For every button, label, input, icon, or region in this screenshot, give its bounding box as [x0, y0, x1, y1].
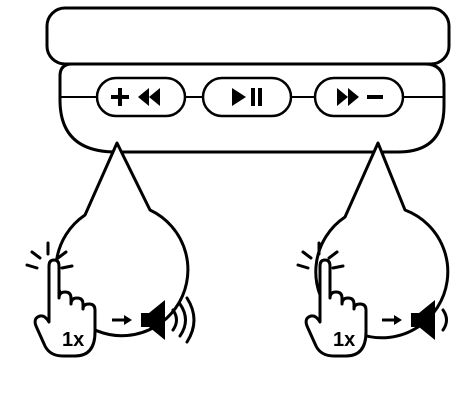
left-callout-bubble	[54, 141, 190, 338]
right-callout-bubble	[314, 141, 450, 340]
right-callout	[314, 141, 450, 340]
right-tap-count: 1x	[333, 329, 355, 351]
volume-up-previous-icon	[111, 88, 160, 106]
left-single-tap-hand-icon: 1x	[25, 241, 97, 358]
right-single-tap-hand-icon: 1x	[296, 241, 368, 358]
volume-increase-icon	[141, 296, 196, 344]
volume-up-previous-button[interactable]	[95, 76, 187, 118]
next-volume-down-button[interactable]	[313, 76, 405, 118]
headband-top	[45, 6, 451, 66]
left-arrow-icon	[112, 315, 132, 325]
play-pause-icon	[232, 88, 262, 106]
right-arrow-icon	[382, 315, 402, 325]
play-pause-button[interactable]	[201, 76, 293, 118]
left-callout	[54, 141, 190, 338]
left-tap-count: 1x	[62, 329, 84, 351]
next-volume-down-icon	[337, 88, 383, 106]
volume-decrease-icon	[411, 300, 448, 340]
